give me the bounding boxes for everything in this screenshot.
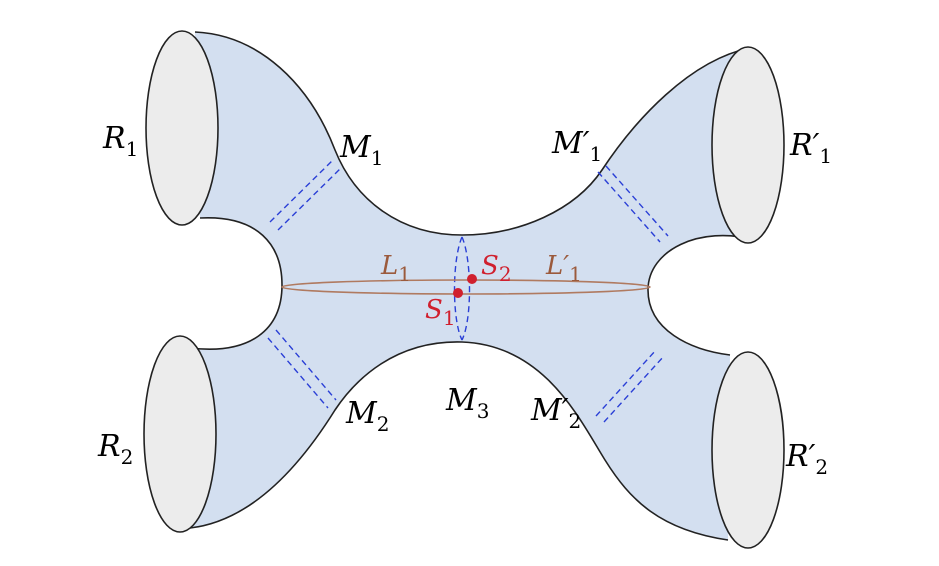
label-R1: R1 [102,121,138,161]
seam-M1 [269,159,342,231]
loop-L [281,279,651,295]
label-S1: S1 [425,295,456,330]
seam-M1p [597,165,669,243]
label-L1p: L′1 [545,251,582,286]
label-L1: L1 [380,251,411,286]
label-R2p: R′2 [785,439,828,479]
label-R2: R2 [97,429,133,469]
label-S2: S2 [481,251,512,286]
cap-R1 [145,30,219,226]
labels: R1 R2 R′1 R′2 M1 M2 M3 M′1 M′2 L1 L′1 S1… [97,121,832,479]
seam-M2p [595,349,665,423]
point-S2 [467,274,477,284]
label-M1p: M′1 [551,126,602,166]
cap-R2p [711,351,785,549]
surface-body [190,32,755,540]
seam-M2 [267,329,337,409]
label-M3: M3 [445,383,489,423]
cap-R1p [711,46,785,244]
label-M2p: M′2 [530,393,581,433]
label-M1: M1 [339,130,383,170]
point-S1 [453,288,463,298]
label-M2: M2 [345,396,389,436]
label-R1p: R′1 [789,128,832,168]
cap-R2 [143,335,217,533]
surface-outline [189,31,756,541]
end-caps [143,30,785,549]
